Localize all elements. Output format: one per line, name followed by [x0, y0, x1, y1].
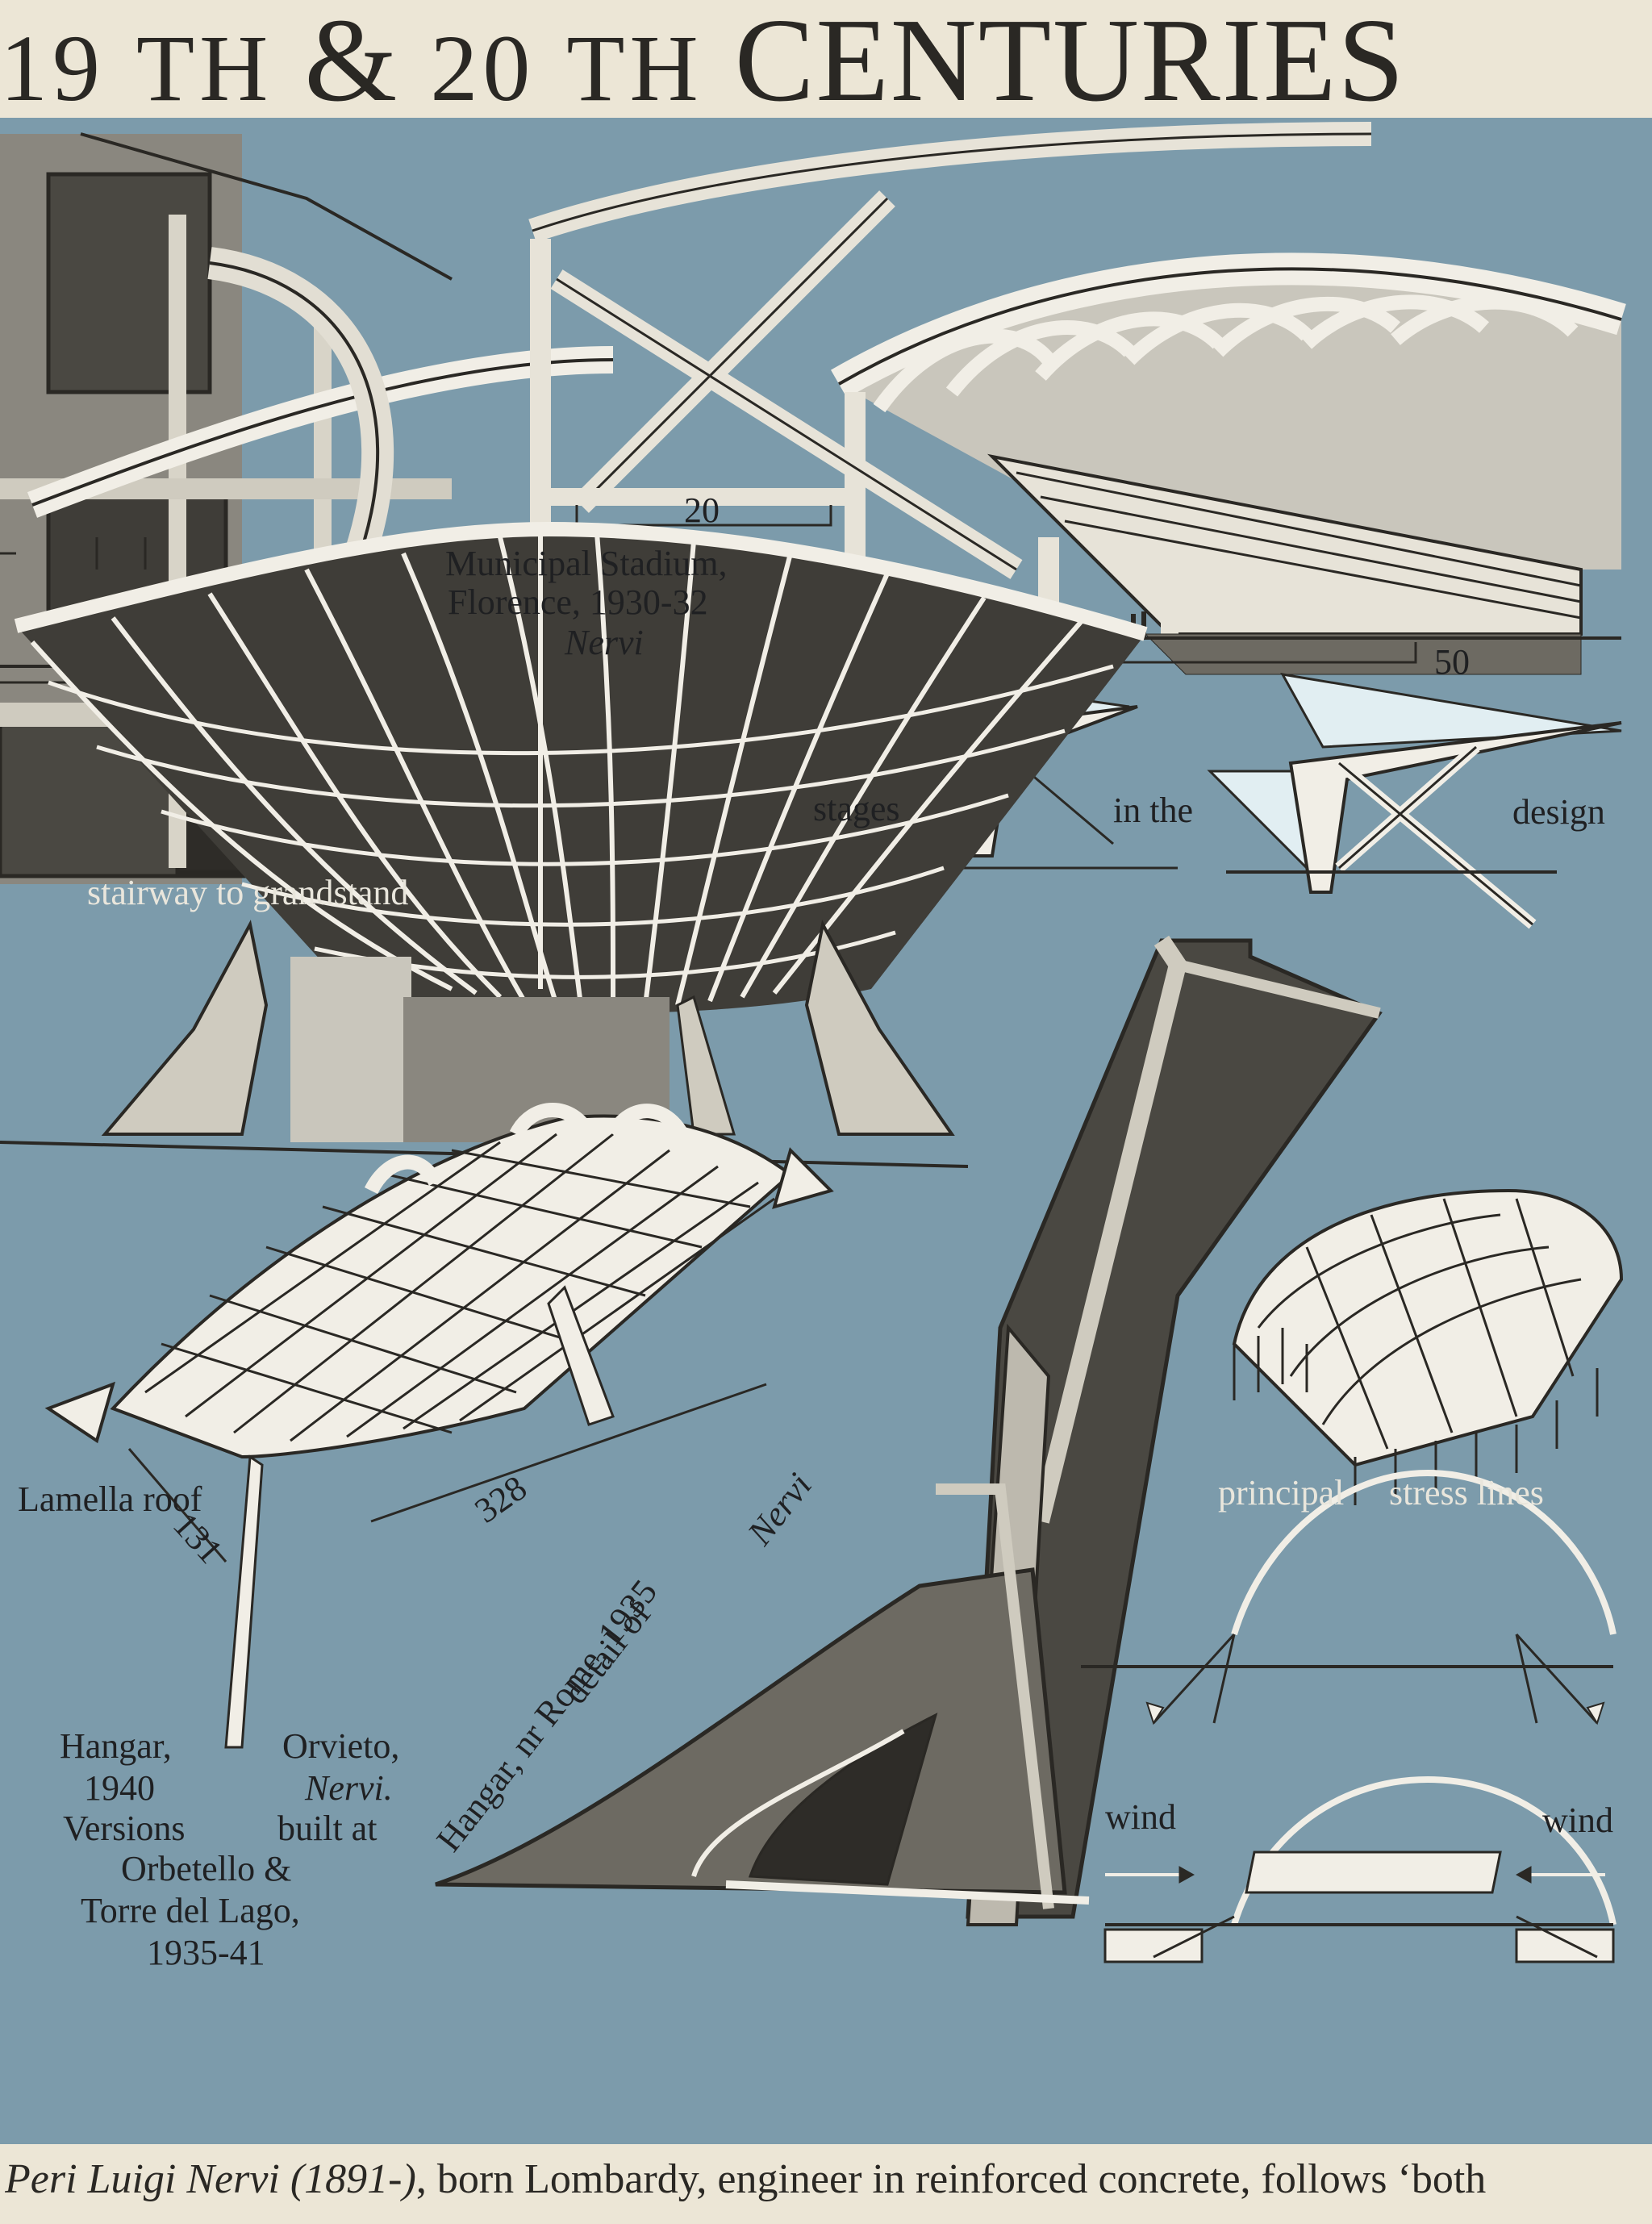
stress-lines-diagram — [1232, 1188, 1624, 1505]
label-scale-20: 20 — [684, 490, 720, 530]
label-hangar-orvieto-4: Orbetello & — [121, 1849, 292, 1888]
label-hangar-orvieto-5: Torre del Lago, — [81, 1891, 300, 1930]
label-design: design — [1512, 792, 1605, 832]
label-hangar-orvieto-3a: Versions — [63, 1809, 186, 1848]
illustration-panel: 20 Municipal Stadium, Florence, 1930-32 … — [0, 118, 1652, 2144]
arch-diagram — [1081, 1469, 1617, 1725]
label-hangar-orvieto-2a: 1940 — [84, 1768, 155, 1808]
label-hangar-orvieto-6: 1935-41 — [147, 1933, 265, 1972]
label-stages: stages — [813, 789, 900, 828]
label-principal: principal — [1218, 1473, 1345, 1513]
label-stadium-title-2: Florence, 1930-32 — [448, 582, 708, 622]
illustration-artwork — [0, 122, 1626, 1963]
label-stress-lines: stress lines — [1389, 1473, 1544, 1513]
label-hangar-orvieto-3b: built at — [277, 1809, 378, 1848]
label-wind-right: wind — [1542, 1800, 1613, 1840]
page-title: 19 TH & 20 TH CENTURIES — [0, 0, 1652, 121]
hangar-orvieto-illustration — [44, 1103, 834, 1749]
title-19: 19 — [0, 15, 105, 121]
caption-text: , born Lombardy, engineer in reinforced … — [415, 2156, 1487, 2202]
label-hangar-orvieto-1a: Hangar, — [60, 1726, 172, 1766]
hangar-rome-illustration — [435, 935, 1383, 1926]
title-20: 20 — [430, 15, 536, 121]
label-stairway: stairway to grandstand — [87, 873, 409, 912]
title-th: TH — [136, 15, 273, 121]
label-stadium-architect: Nervi — [565, 623, 644, 662]
label-hangar-orvieto-1b: Orvieto, — [282, 1726, 400, 1766]
caption-name: Peri Luigi Nervi (1891-) — [5, 2156, 416, 2202]
label-stadium-title-1: Municipal Stadium, — [445, 544, 728, 583]
page-caption: Peri Luigi Nervi (1891-), born Lombardy,… — [5, 2147, 1650, 2212]
stadium-illustration — [516, 122, 1626, 675]
label-scale-50: 50 — [1434, 642, 1470, 682]
wind-arch-diagram — [1103, 1775, 1617, 1963]
label-lamella: Lamella roof — [18, 1479, 202, 1519]
title-centuries: CENTURIES — [734, 0, 1406, 121]
label-in-the: in the — [1113, 791, 1193, 830]
label-hangar-orvieto-2b: Nervi. — [305, 1768, 393, 1808]
title-th-2: TH — [566, 15, 703, 121]
title-ampersand: & — [304, 0, 399, 121]
label-wind-left: wind — [1105, 1797, 1176, 1837]
